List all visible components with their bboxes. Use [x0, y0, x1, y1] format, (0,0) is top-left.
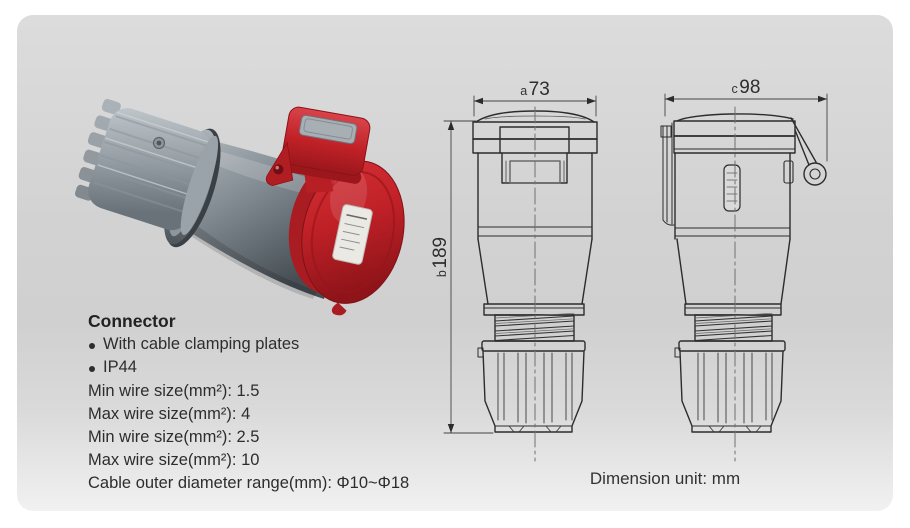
dim-label-c: c98	[732, 77, 761, 98]
spec-line: Max wire size(mm²): 10	[88, 449, 409, 472]
dim-width-side	[664, 93, 828, 162]
front-view-drawing	[472, 106, 598, 462]
feature-text: IP44	[103, 358, 137, 377]
technical-drawings: a73 b189 c98	[430, 77, 828, 462]
spec-text: Cable outer diameter range(mm): Φ10~Φ18	[88, 474, 410, 493]
feature-item: With cable clamping plates	[88, 333, 409, 356]
dim-height-front	[443, 120, 494, 434]
dimension-unit-note: Dimension unit: mm	[589, 469, 741, 488]
spec-text: Min wire size(mm²): 2.5	[88, 428, 260, 447]
product-title: Connector	[88, 311, 176, 331]
product-label	[332, 204, 373, 265]
spec-card: Connector With cable clamping plates IP4…	[17, 15, 893, 511]
product-photo	[74, 98, 405, 316]
screw-icon	[152, 136, 166, 150]
spec-text: Max wire size(mm²): 10	[88, 451, 260, 470]
spec-line: Cable outer diameter range(mm): Φ10~Φ18	[88, 472, 409, 495]
dim-label-a: a73	[520, 79, 550, 100]
red-lid	[265, 106, 371, 193]
spec-line: Min wire size(mm²): 2.5	[88, 426, 409, 449]
spec-line: Min wire size(mm²): 1.5	[88, 380, 409, 403]
spec-text: Min wire size(mm²): 1.5	[88, 381, 260, 400]
dim-label-b: b189	[430, 237, 451, 277]
bullet-icon	[89, 342, 95, 349]
feature-item: IP44	[88, 356, 409, 379]
spec-text-block: Connector With cable clamping plates IP4…	[88, 310, 409, 496]
feature-text: With cable clamping plates	[103, 335, 300, 354]
side-view-drawing	[660, 106, 827, 462]
spec-line: Max wire size(mm²): 4	[88, 403, 409, 426]
bullet-icon	[89, 366, 95, 372]
dim-width-front	[473, 95, 597, 117]
spec-text: Max wire size(mm²): 4	[88, 404, 251, 423]
cable-gland	[74, 98, 219, 235]
